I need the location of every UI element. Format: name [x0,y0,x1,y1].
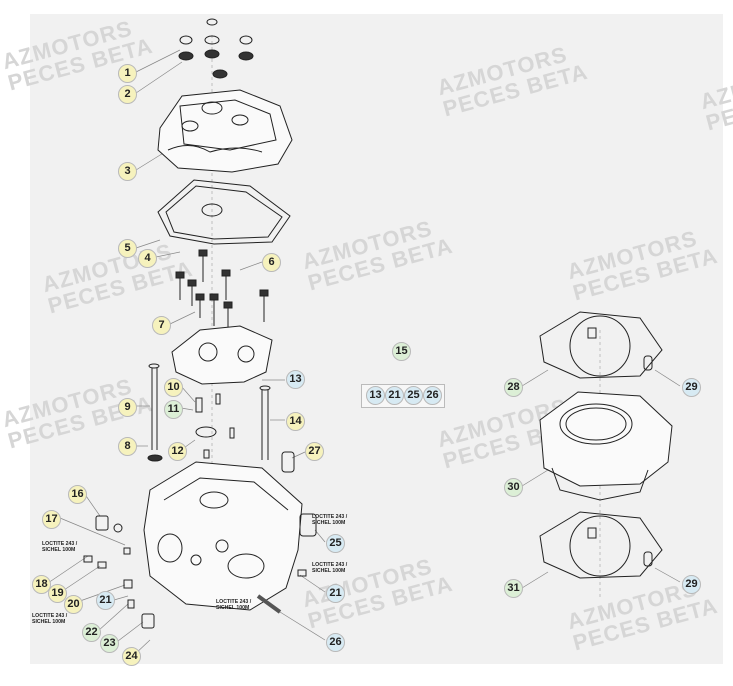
callout-5[interactable]: 5 [118,239,137,258]
callout-8[interactable]: 8 [118,437,137,456]
loctite-note: LOCTITE 243 /SICHEL 100M [216,599,252,611]
callout-16[interactable]: 16 [68,485,87,504]
callout-13[interactable]: 13 [286,370,305,389]
callout-6[interactable]: 6 [262,253,281,272]
callout-18[interactable]: 18 [32,575,51,594]
callout-26[interactable]: 26 [326,633,345,652]
callout-12[interactable]: 12 [168,442,187,461]
callout-22[interactable]: 22 [82,623,101,642]
loctite-note: LOCTITE 243 /SICHEL 100M [312,562,348,574]
callout-2[interactable]: 2 [118,85,137,104]
callout-29-top[interactable]: 29 [682,378,701,397]
callout-24[interactable]: 24 [122,647,141,666]
callout-21-left[interactable]: 21 [96,591,115,610]
loctite-note: LOCTITE 243 /SICHEL 100M [32,613,68,625]
callout-20[interactable]: 20 [64,595,83,614]
callout-15[interactable]: 15 [392,342,411,361]
callout-28[interactable]: 28 [504,378,523,397]
callout-19[interactable]: 19 [48,584,67,603]
callout-26-group[interactable]: 26 [423,386,442,405]
callout-25-group[interactable]: 25 [404,386,423,405]
diagram-background [30,14,723,664]
callout-14[interactable]: 14 [286,412,305,431]
loctite-note: LOCTITE 243 /SICHEL 100M [312,514,348,526]
callout-17[interactable]: 17 [42,510,61,529]
loctite-note: LOCTITE 243 /SICHEL 100M [42,541,78,553]
callout-31[interactable]: 31 [504,579,523,598]
callout-25[interactable]: 25 [326,534,345,553]
callout-30[interactable]: 30 [504,478,523,497]
callout-4[interactable]: 4 [138,249,157,268]
callout-27[interactable]: 27 [305,442,324,461]
callout-13-group[interactable]: 13 [366,386,385,405]
callout-21-right[interactable]: 21 [326,584,345,603]
callout-21-group[interactable]: 21 [385,386,404,405]
callout-29-bottom[interactable]: 29 [682,575,701,594]
callout-7[interactable]: 7 [152,316,171,335]
callout-10[interactable]: 10 [164,378,183,397]
callout-11[interactable]: 11 [164,400,183,419]
callout-3[interactable]: 3 [118,162,137,181]
callout-1[interactable]: 1 [118,64,137,83]
callout-9[interactable]: 9 [118,398,137,417]
callout-23[interactable]: 23 [100,634,119,653]
